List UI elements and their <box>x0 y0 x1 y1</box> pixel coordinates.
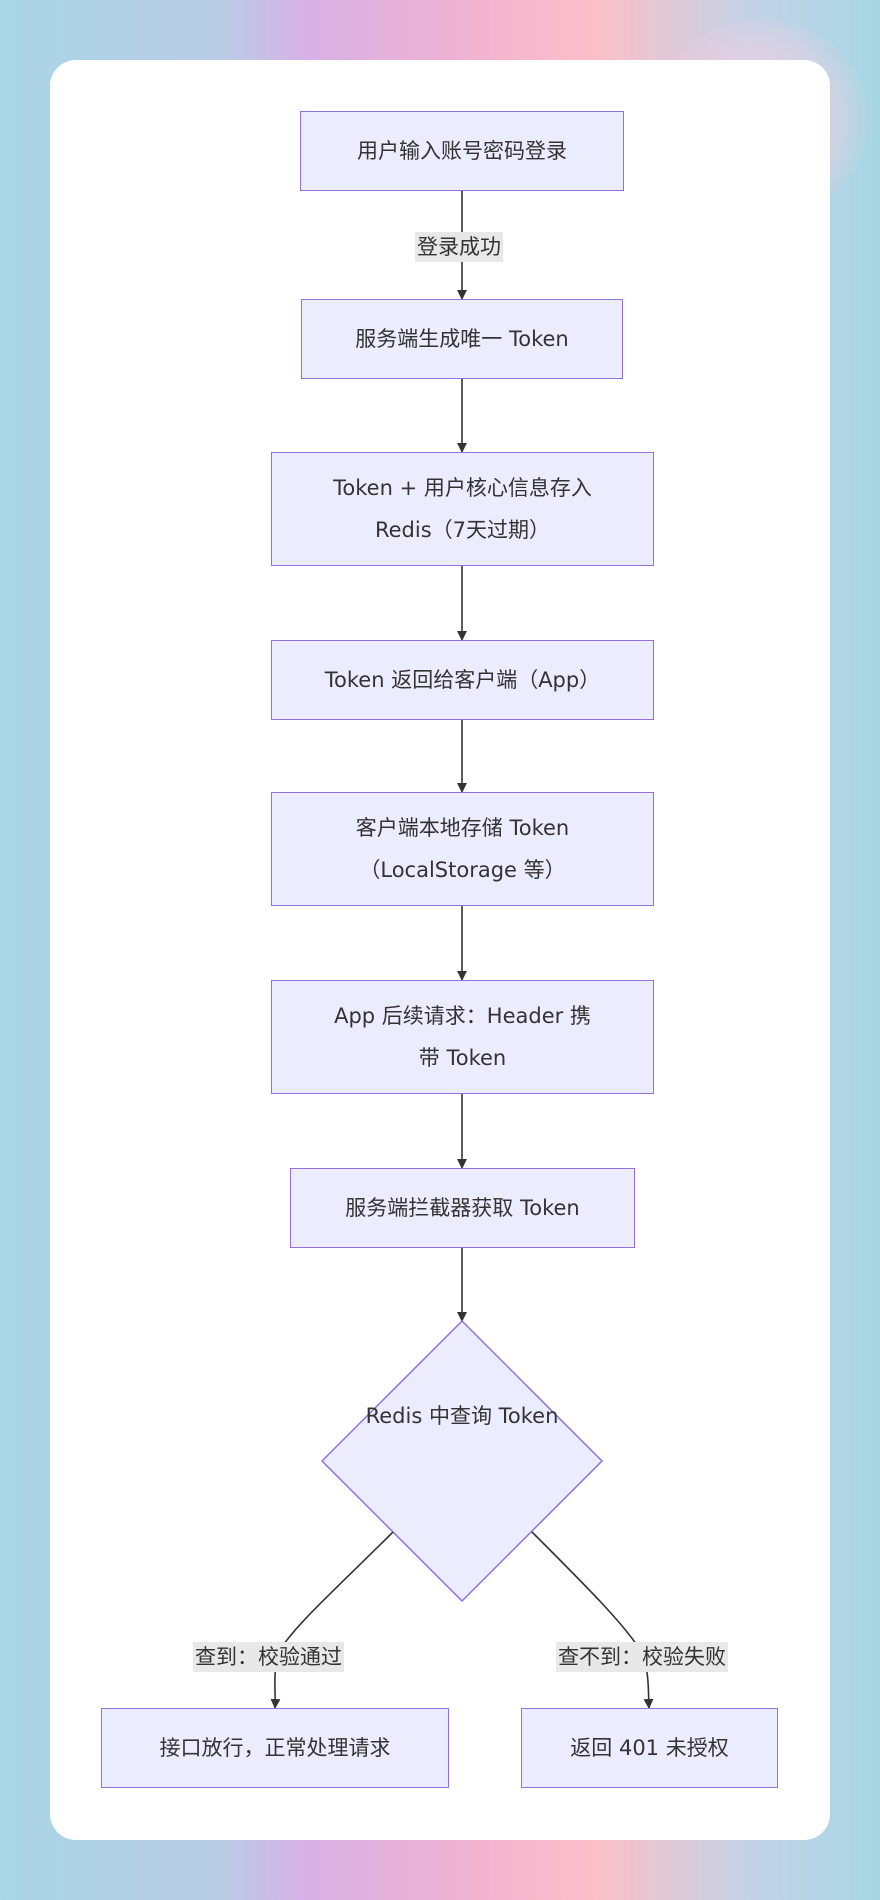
node-unauthorized-label: 返回 401 未授权 <box>570 1736 729 1760</box>
node-request-header-line1: App 后续请求：Header 携 <box>334 1004 591 1028</box>
edge-label-found: 查到：校验通过 <box>193 1642 344 1672</box>
node-unauthorized: 返回 401 未授权 <box>521 1708 778 1788</box>
node-store-redis-label: Token + 用户核心信息存入 Redis（7天过期） <box>333 467 592 551</box>
decision-diamond <box>320 1319 604 1603</box>
node-interceptor: 服务端拦截器获取 Token <box>290 1168 635 1248</box>
node-client-store-label: 客户端本地存储 Token （LocalStorage 等） <box>356 807 569 891</box>
node-store-redis: Token + 用户核心信息存入 Redis（7天过期） <box>271 452 654 566</box>
node-request-header-line2: 带 Token <box>418 1046 507 1070</box>
node-interceptor-label: 服务端拦截器获取 Token <box>345 1196 580 1220</box>
node-login: 用户输入账号密码登录 <box>300 111 624 191</box>
node-request-header-label: App 后续请求：Header 携 带 Token <box>334 995 591 1079</box>
node-login-label: 用户输入账号密码登录 <box>357 139 567 163</box>
edge-label-not-found: 查不到：校验失败 <box>556 1642 728 1672</box>
node-client-store: 客户端本地存储 Token （LocalStorage 等） <box>271 792 654 906</box>
node-return-token: Token 返回给客户端（App） <box>271 640 654 720</box>
node-client-store-line1: 客户端本地存储 Token <box>355 816 570 840</box>
node-store-redis-line2: Redis（7天过期） <box>374 518 551 542</box>
edge-query-to-pass <box>270 1531 394 1709</box>
node-pass-label: 接口放行，正常处理请求 <box>159 1736 391 1760</box>
node-client-store-line2: （LocalStorage 等） <box>359 858 566 882</box>
node-return-token-label: Token 返回给客户端（App） <box>324 668 601 692</box>
decision-label: Redis 中查询 Token <box>365 1404 559 1428</box>
node-store-redis-line1: Token + 用户核心信息存入 <box>333 476 592 500</box>
node-generate-token-label: 服务端生成唯一 Token <box>355 327 569 351</box>
edge-query-to-unauthorized <box>531 1531 654 1709</box>
node-request-header: App 后续请求：Header 携 带 Token <box>271 980 654 1094</box>
edge-label-login-success: 登录成功 <box>415 232 503 262</box>
node-pass: 接口放行，正常处理请求 <box>101 1708 449 1788</box>
node-generate-token: 服务端生成唯一 Token <box>301 299 623 379</box>
